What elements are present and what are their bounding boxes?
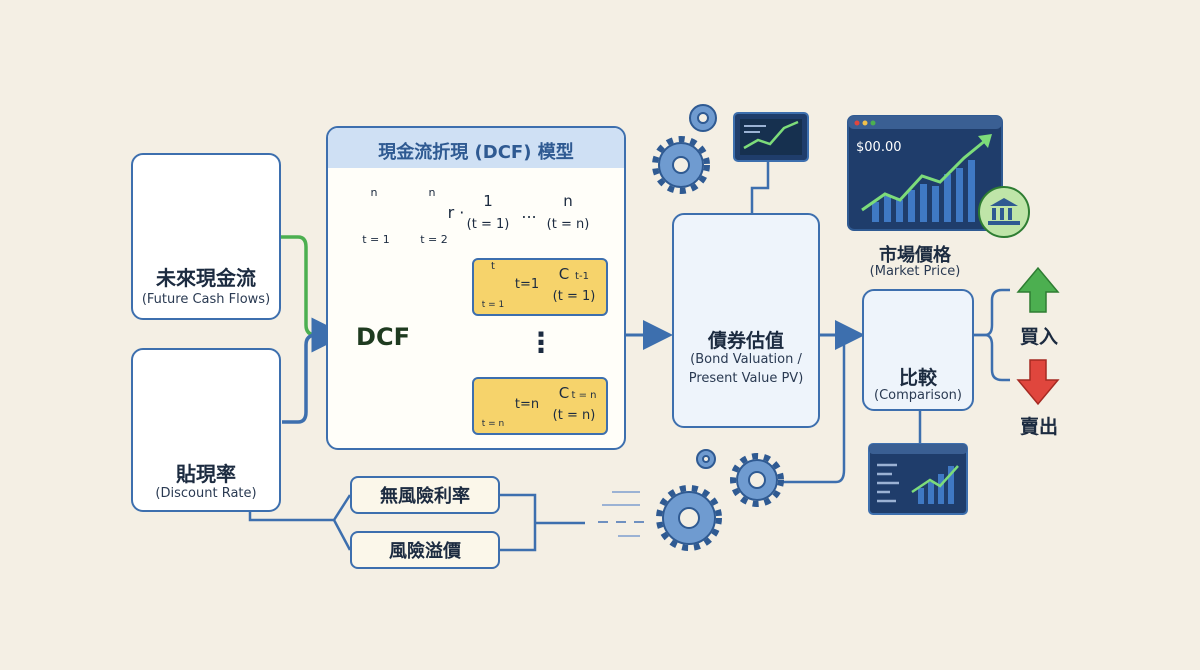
card2-term: t=n — [514, 397, 540, 412]
card1-numerator-sub: t-1 — [575, 271, 589, 282]
future-cash-flows-box — [131, 153, 281, 320]
comparison-sublabel: (Comparison) — [874, 388, 962, 403]
bond-valuation-sublabel-1: (Bond Valuation / — [690, 352, 802, 367]
discount-rate-box — [131, 348, 281, 512]
gear-icon — [652, 104, 784, 551]
risk-free-rate-pill: 無風險利率 — [350, 476, 500, 514]
connector-cashflow-to-hub — [280, 235, 347, 424]
card2-numerator: C — [558, 384, 570, 402]
dcf-model-title-bar — [328, 128, 624, 168]
card1-term: t=1 — [514, 277, 540, 292]
bond-valuation-box — [672, 213, 820, 428]
bond-valuation-label: 債券估值 — [707, 330, 784, 352]
card2-denominator: (t = n) — [552, 408, 596, 423]
market-price-tag: $00.00 — [856, 140, 902, 155]
dcf-hub-label: DCF — [356, 323, 410, 351]
vertical-ellipsis: ⋮ — [527, 326, 555, 359]
sell-label: 賣出 — [1019, 416, 1058, 438]
market-monitor-icon — [847, 115, 1003, 231]
analytics-monitor-icon — [733, 112, 809, 162]
market-price-sublabel: (Market Price) — [869, 264, 961, 279]
card1-sum-top: t — [491, 261, 495, 272]
future-cash-flows-sublabel: (Future Cash Flows) — [141, 292, 271, 307]
buy-label: 買入 — [1019, 326, 1058, 348]
card2-sum-bottom: t = n — [481, 419, 505, 429]
card2-numerator-sub: t = n — [571, 390, 597, 401]
sum-top-1: n — [370, 186, 378, 199]
sum-bottom-2: t = 2 — [420, 233, 448, 246]
card1-sum-bottom: t = 1 — [481, 300, 505, 310]
sum-top-2: n — [428, 186, 436, 199]
fraction2-numerator: n — [563, 192, 573, 210]
future-cash-flows-label: 未來現金流 — [156, 266, 256, 290]
fraction1-denominator: (t = 1) — [466, 217, 510, 232]
bond-valuation-sublabel-2: Present Value PV) — [688, 371, 804, 386]
comparison-label: 比較 — [898, 367, 937, 389]
formula-ellipsis: ... — [521, 203, 537, 222]
fraction1-numerator: 1 — [483, 192, 493, 210]
comparison-box — [862, 289, 974, 411]
connector-valuation-to-comparison — [780, 320, 865, 484]
sum-bottom-1: t = 1 — [362, 233, 390, 246]
sell-arrow-icon — [1016, 359, 1060, 406]
formula-card-tn — [472, 377, 608, 435]
card1-numerator: C — [558, 265, 570, 283]
fraction2-denominator: (t = n) — [546, 217, 590, 232]
bank-icon — [978, 186, 1030, 238]
discount-rate-label: 貼現率 — [176, 462, 236, 486]
risk-premium-pill: 風險溢價 — [350, 531, 500, 569]
dashboard-monitor-icon — [868, 443, 968, 515]
connector-monitor-to-valuation — [750, 162, 770, 213]
dcf-model-title: 現金流折現 (DCF) 模型 — [378, 142, 574, 163]
connector-discount-to-factors — [248, 491, 650, 552]
card1-denominator: (t = 1) — [552, 289, 596, 304]
buy-arrow-icon — [1016, 266, 1060, 313]
r-multiplier: r · — [447, 203, 465, 222]
market-price-label: 市場價格 — [879, 245, 951, 266]
discount-rate-sublabel: (Discount Rate) — [155, 486, 257, 501]
connector-comparison-to-decisions — [918, 288, 1010, 444]
formula-card-t1 — [472, 258, 608, 316]
